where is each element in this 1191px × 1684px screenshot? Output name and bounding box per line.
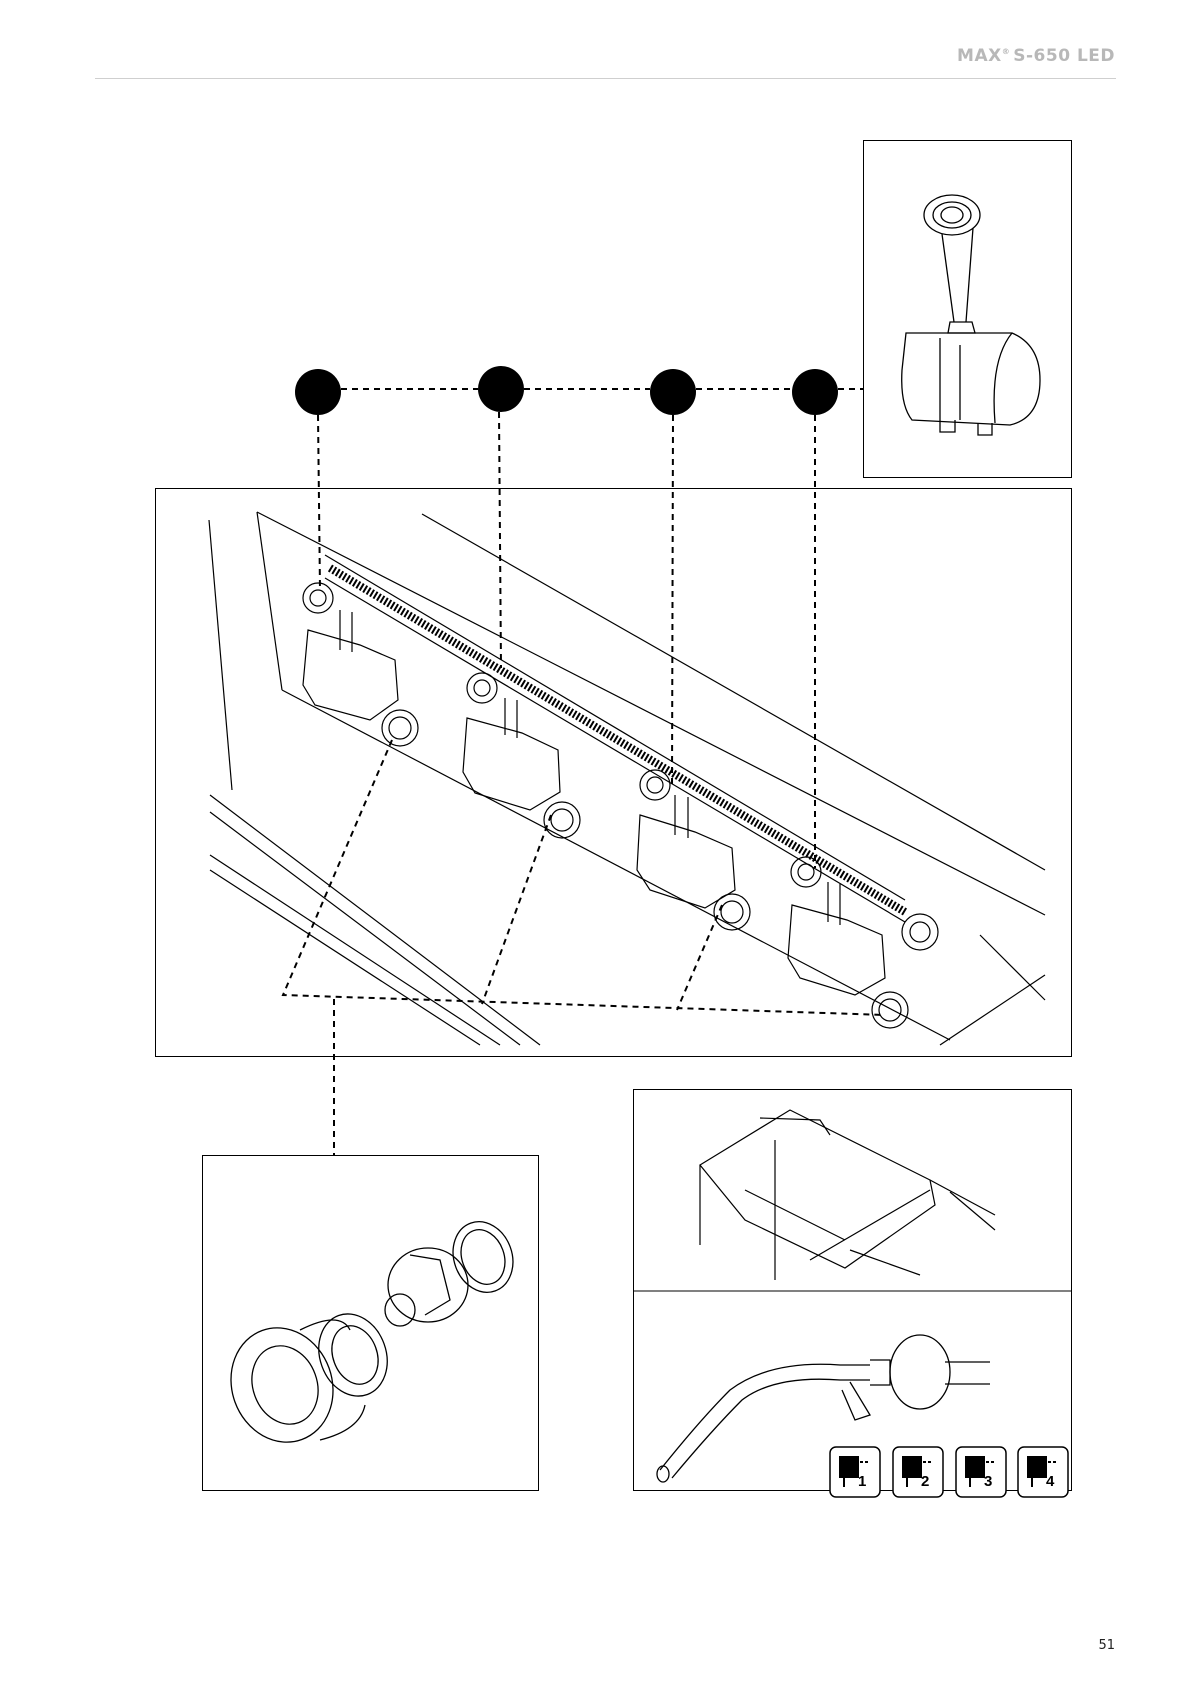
pump-markers (295, 366, 838, 415)
outlet-icon-3 (956, 1447, 1006, 1497)
nozzle-exploded-drawing (215, 1213, 522, 1456)
outlet-icon-4 (1018, 1447, 1068, 1497)
outlet-icon-1 (830, 1447, 880, 1497)
pump-marker-2 (478, 366, 524, 412)
outlet-label-3: 3 (984, 1473, 992, 1490)
pump-marker-1 (295, 369, 341, 415)
leader-lines (283, 389, 885, 1155)
pump-marker-4 (792, 369, 838, 415)
pump-outlet-icon (965, 1456, 985, 1478)
page-number: 51 (1098, 1638, 1115, 1653)
outlet-label-4: 4 (1046, 1473, 1055, 1490)
pump-outlet-icon (902, 1456, 922, 1478)
pump-outlet-icon (839, 1456, 859, 1478)
pump-outlet-icon (1027, 1456, 1047, 1478)
aquarium-overview-drawing (209, 512, 1045, 1045)
pump-marker-3 (650, 369, 696, 415)
outlet-icon-2 (893, 1447, 943, 1497)
outlet-label-1: 1 (858, 1473, 866, 1490)
comb-strip (330, 568, 905, 912)
cover-drawing (700, 1110, 995, 1280)
outlet-label-2: 2 (921, 1473, 929, 1490)
pump-detail-drawing (902, 195, 1040, 435)
